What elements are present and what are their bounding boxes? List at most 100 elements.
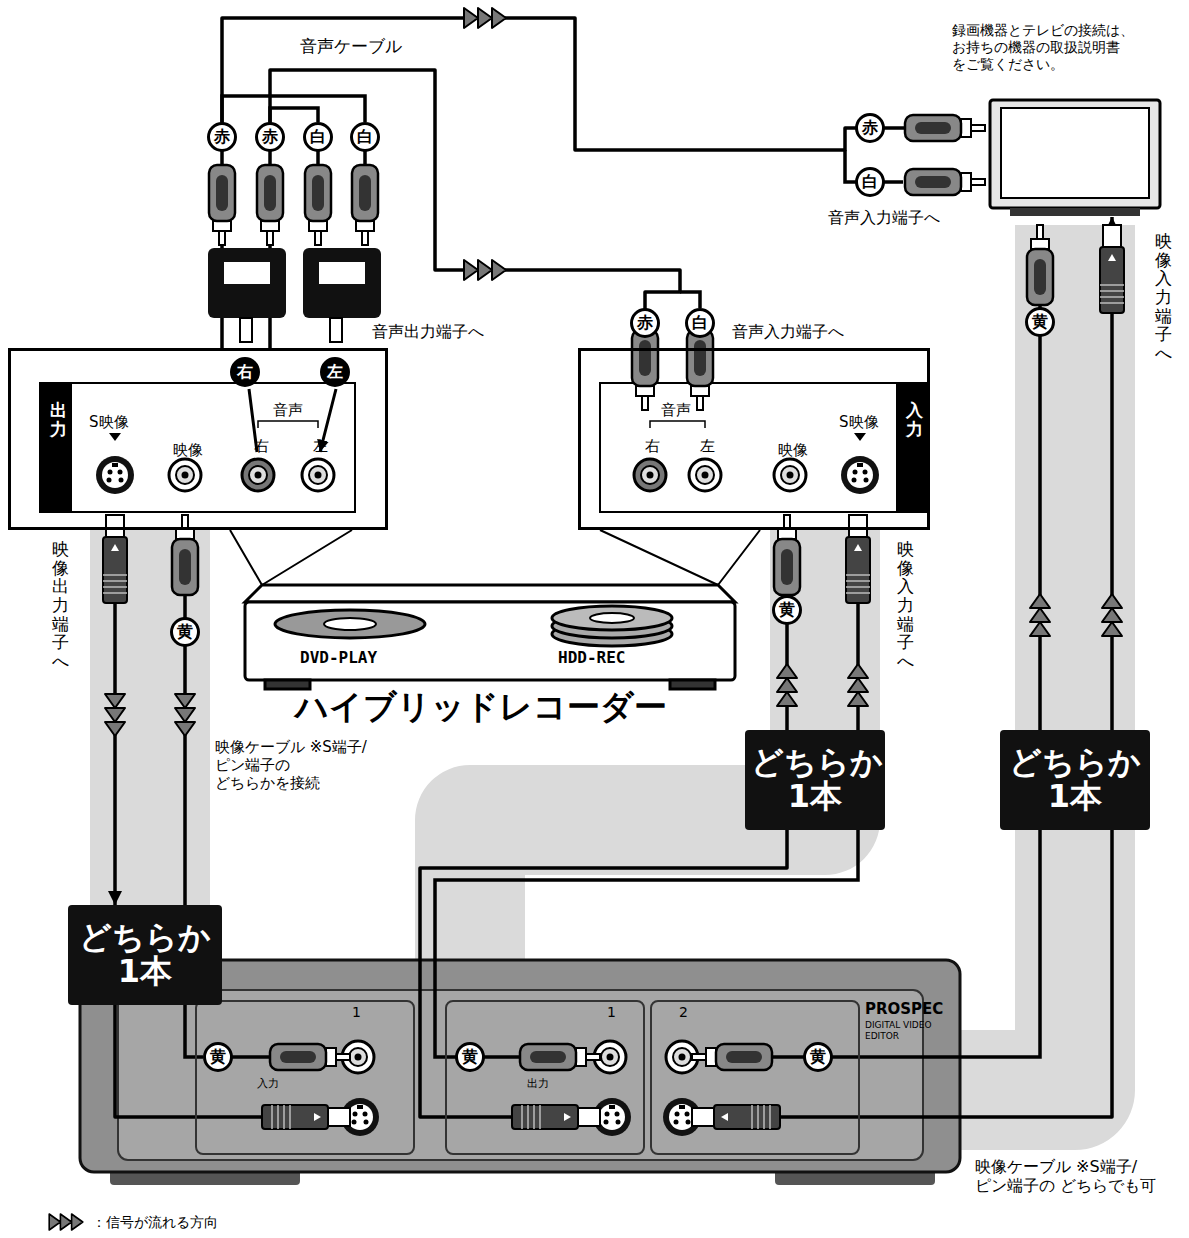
editor-input: 1入力 [195,1000,415,1155]
plug [172,515,198,595]
legend-sample [49,1214,83,1230]
flow-chevron [777,664,797,706]
plug [774,515,800,595]
plug-tag: 右 [230,357,260,387]
node-text: 出力 [527,1077,549,1090]
editor-output: 2 [650,1000,860,1155]
cable-wire [772,830,1040,1117]
recorder-body [670,680,715,689]
recorder-body [324,618,376,630]
cable-connector [115,1005,195,1117]
plug [520,1044,600,1070]
recorder-body [230,530,760,585]
cable-connector [420,830,787,1117]
node-text: S映像 [89,413,129,431]
legend-sample [49,1214,83,1230]
node-text: 音声 [661,401,691,419]
node-text: どちらか 1本 [74,921,216,988]
cable-wire [222,96,365,166]
flow-chevron [464,8,506,28]
recorder-body [230,530,760,689]
jack [634,459,666,491]
flow-chevron [1102,594,1122,636]
plug-tag: 赤 [855,113,885,143]
recorder-panel [8,348,930,530]
node-text: 映像 [778,441,808,459]
plug-tag: 白 [303,122,333,152]
node-text: 2 [679,1004,688,1021]
legend-text: ：信号が流れる方向 [92,1214,218,1230]
cable-wire [185,530,270,1117]
plug-tag: 黄 [1025,307,1055,337]
node-text: ハイブリッドレコーダー [295,687,667,727]
recorder: DVD-PLAY HDD-REC ハイブリッドレコーダー [240,575,740,740]
plug-tag: 左 [320,357,350,387]
plug [257,165,283,245]
audio-adapter [240,318,252,342]
jack [169,459,201,491]
plug [352,165,378,245]
plug-tag: 黄 [170,617,200,647]
node-text: 録画機器とテレビの接続は、 お持ちの機器の取扱説明書 をご覧ください。 [952,22,1184,72]
note-label: 音声ケーブル [300,36,402,56]
node-text: 右 [645,437,660,455]
flow-chevron [105,694,125,736]
recorder-body [552,606,672,630]
recorder-panel [40,383,355,512]
plug-tag: 白 [855,167,885,197]
note-label: 音声入力端子へ [732,322,844,341]
legend-entry: ：信号が流れる方向 [92,1212,218,1231]
plug-tag: 黄 [203,1042,233,1072]
audio-adapter [319,262,365,284]
node-text: S映像 [839,413,879,431]
cable-connector [270,70,680,348]
plug-tag: 赤 [630,308,660,338]
plug [305,165,331,245]
plug-tag: 黄 [455,1042,485,1072]
input-panel: 音声右左映像S映像入力 [578,348,930,530]
recorder-body [245,585,735,602]
flow-chevron [464,260,506,280]
cable-connector [222,18,950,348]
node-text: 左 [313,437,328,455]
node-text: PROSPEC [865,1000,943,1018]
plug-tag: 赤 [207,122,237,152]
node-text: 1 [352,1004,361,1021]
plug-tag: 黄 [772,595,802,625]
audio-adapter [208,248,286,318]
plug [905,169,985,195]
choice-box: どちらか 1本 [1000,730,1150,830]
node-text: 映像 [173,441,203,459]
plug [209,165,235,245]
cable-wire [435,830,858,1117]
node-text: 左 [700,437,715,455]
tv-set [990,100,1160,216]
plug [512,1105,600,1129]
node-text: DVD-PLAY [300,648,377,667]
plug-tag: 白 [685,308,715,338]
plug [103,115,1124,1129]
node-text: HDD-REC [558,648,625,667]
choice-box: どちらか 1本 [745,730,885,830]
node-text: 出力 [50,401,67,438]
plug [692,1044,772,1070]
cable-wire [185,96,1040,1117]
cable-wire [787,305,1040,730]
note-label: 映像入力端子へ [897,540,914,671]
audio-adapter [303,248,381,318]
plug [1100,225,1124,313]
flow-chevron [1030,594,1050,636]
node-text: DIGITAL VIDEO EDITOR [865,1020,955,1042]
editor-body [118,990,923,1160]
tv-set [990,100,1160,208]
audio-adapter [330,318,342,342]
flow-chevron [175,694,195,736]
plug [262,1105,350,1129]
editor-output: 1出力 [445,1000,645,1155]
note-label: 音声入力端子へ [828,208,940,227]
plug [692,1105,780,1129]
flow-chevron [105,8,1122,736]
node-text: どちらか 1本 [1006,746,1144,813]
